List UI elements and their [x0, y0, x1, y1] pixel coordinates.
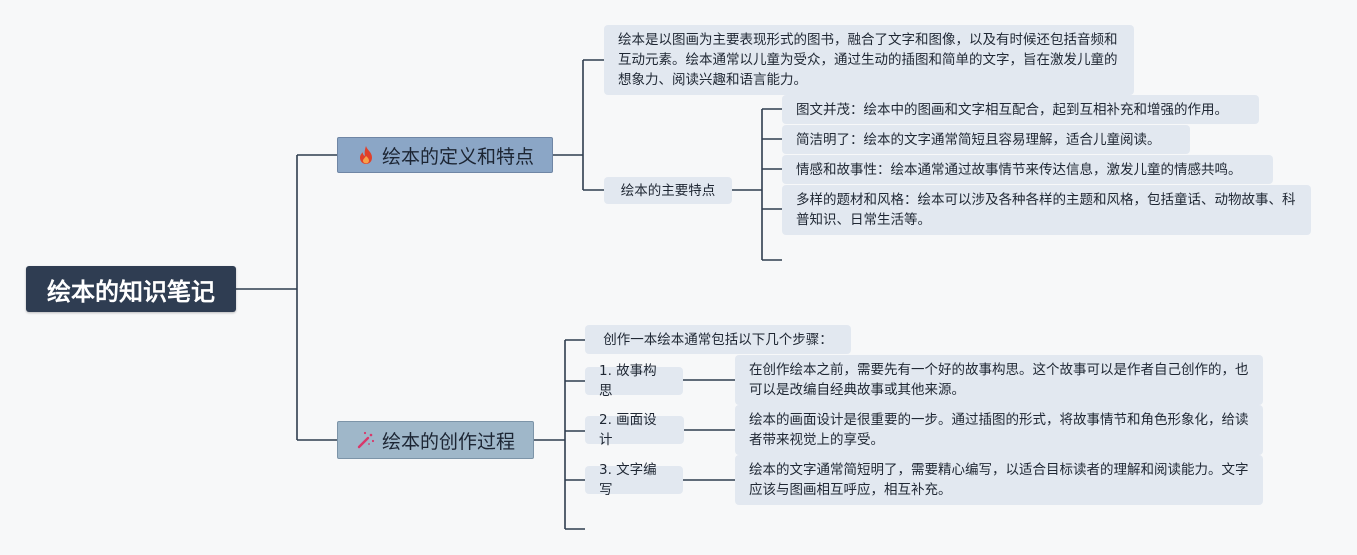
creation-intro-text: 创作一本绘本通常包括以下几个步骤： — [603, 331, 833, 348]
step-topic[interactable]: 3. 文字编写 — [585, 462, 683, 498]
branch-creation[interactable]: 绘本的创作过程 — [337, 421, 534, 459]
definition-note[interactable]: 绘本是以图画为主要表现形式的图书，融合了文字和图像，以及有时候还包括音频和互动元… — [604, 25, 1134, 95]
definition-text: 绘本是以图画为主要表现形式的图书，融合了文字和图像，以及有时候还包括音频和互动元… — [618, 32, 1118, 88]
branch-definition-label: 绘本的定义和特点 — [381, 145, 534, 168]
features-label: 绘本的主要特点 — [620, 182, 716, 199]
step-topic[interactable]: 1. 故事构思 — [585, 363, 683, 399]
features-topic[interactable]: 绘本的主要特点 — [604, 177, 732, 204]
connector-root-branches — [236, 154, 337, 441]
feature-item-text: 图文并茂：绘本中的图画和文字相互配合，起到互相补充和增强的作用。 — [796, 102, 1228, 118]
root-topic-label: 绘本的知识笔记 — [47, 277, 215, 306]
step-detail[interactable]: 绘本的文字通常简短明了，需要精心编写，以适合目标读者的理解和阅读能力。文字应该与… — [735, 455, 1263, 505]
feature-item[interactable]: 图文并茂：绘本中的图画和文字相互配合，起到互相补充和增强的作用。 — [782, 95, 1259, 124]
step-topic[interactable]: 2. 画面设计 — [585, 412, 684, 448]
magic-wand-icon — [356, 429, 376, 451]
feature-item[interactable]: 情感和故事性：绘本通常通过故事情节来传达信息，激发儿童的情感共鸣。 — [782, 155, 1273, 184]
step-detail[interactable]: 在创作绘本之前，需要先有一个好的故事构思。这个故事可以是作者自己创作的，也可以是… — [735, 355, 1263, 405]
step-detail-text: 绘本的文字通常简短明了，需要精心编写，以适合目标读者的理解和阅读能力。文字应该与… — [749, 462, 1249, 498]
connector-branch2-children — [534, 339, 585, 530]
branch-creation-label: 绘本的创作过程 — [381, 430, 515, 453]
branch-definition[interactable]: 绘本的定义和特点 — [337, 137, 553, 173]
connector-branch1-children — [553, 59, 604, 191]
feature-item[interactable]: 简洁明了：绘本的文字通常简短且容易理解，适合儿童阅读。 — [782, 125, 1190, 154]
step-detail[interactable]: 绘本的画面设计是很重要的一步。通过插图的形式，将故事情节和角色形象化，给读者带来… — [735, 405, 1263, 455]
fire-icon — [356, 144, 376, 166]
creation-intro[interactable]: 创作一本绘本通常包括以下几个步骤： — [585, 325, 851, 354]
root-topic[interactable]: 绘本的知识笔记 — [26, 266, 236, 312]
feature-item[interactable]: 多样的题材和风格：绘本可以涉及各种各样的主题和风格，包括童话、动物故事、科普知识… — [782, 185, 1311, 235]
step-label: 1. 故事构思 — [599, 363, 657, 399]
feature-item-text: 简洁明了：绘本的文字通常简短且容易理解，适合儿童阅读。 — [796, 132, 1161, 148]
feature-item-text: 情感和故事性：绘本通常通过故事情节来传达信息，激发儿童的情感共鸣。 — [796, 162, 1242, 178]
feature-item-text: 多样的题材和风格：绘本可以涉及各种各样的主题和风格，包括童话、动物故事、科普知识… — [796, 192, 1296, 228]
step-label: 3. 文字编写 — [599, 462, 657, 498]
step-detail-text: 在创作绘本之前，需要先有一个好的故事构思。这个故事可以是作者自己创作的，也可以是… — [749, 362, 1249, 398]
step-label: 2. 画面设计 — [599, 412, 657, 448]
connector-features-items — [732, 108, 782, 261]
step-detail-text: 绘本的画面设计是很重要的一步。通过插图的形式，将故事情节和角色形象化，给读者带来… — [749, 412, 1249, 448]
